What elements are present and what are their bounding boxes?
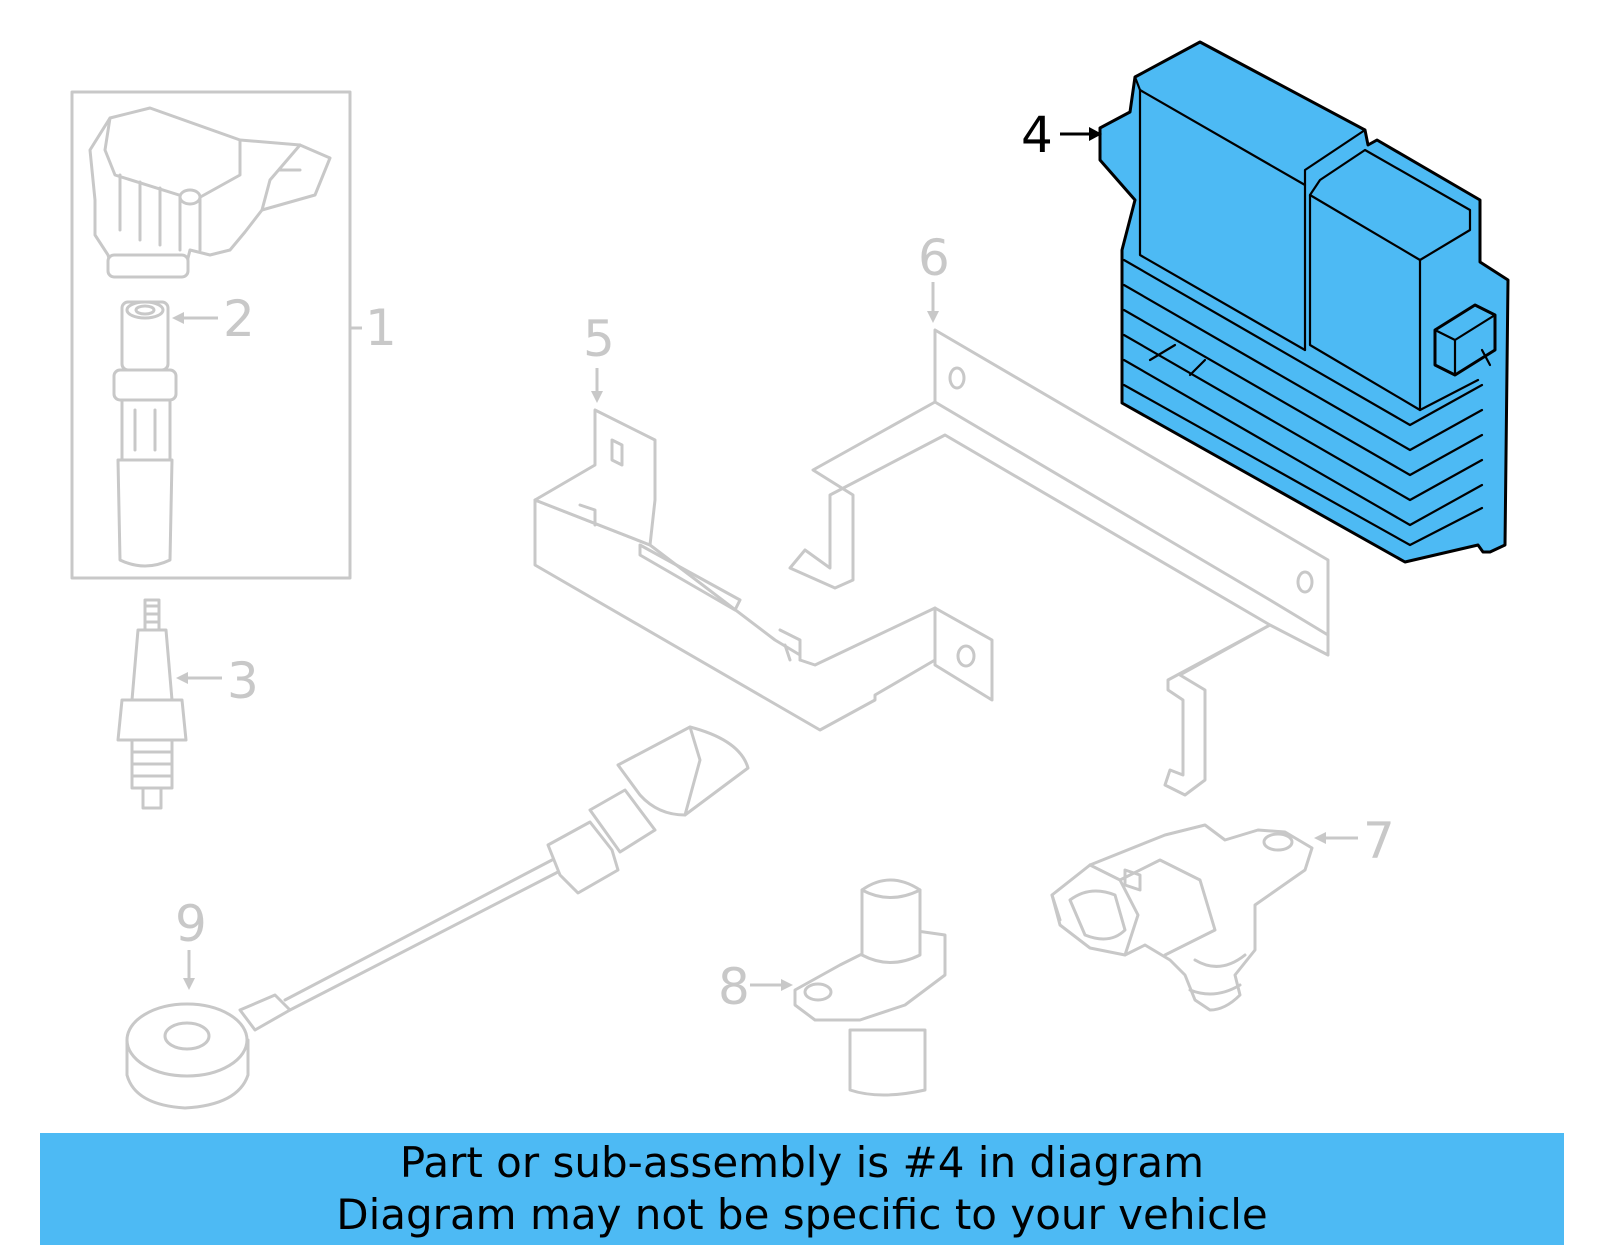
part-7-cam-sensor[interactable] bbox=[1050, 823, 1314, 1012]
callout-9: 9 bbox=[175, 895, 207, 953]
callout-2: 2 bbox=[223, 290, 255, 348]
callout-5: 5 bbox=[583, 310, 615, 368]
callout-3: 3 bbox=[227, 652, 259, 710]
callout-8: 8 bbox=[718, 958, 750, 1016]
callout-8-arrow bbox=[750, 979, 793, 991]
banner-line-disclaimer: Diagram may not be specific to your vehi… bbox=[336, 1190, 1268, 1239]
info-banner: Part or sub-assembly is #4 in diagram Di… bbox=[40, 1133, 1564, 1245]
part-5-bracket[interactable] bbox=[533, 408, 994, 732]
part-1-ignition-coil-assembly[interactable] bbox=[70, 90, 362, 580]
callout-7: 7 bbox=[1363, 812, 1395, 870]
callout-1: 1 bbox=[365, 299, 397, 357]
part-3-spark-plug[interactable] bbox=[116, 598, 188, 810]
callout-9-arrow bbox=[183, 950, 195, 990]
callout-6: 6 bbox=[918, 229, 950, 287]
callout-7-arrow bbox=[1314, 832, 1358, 844]
part-4-engine-control-module[interactable] bbox=[1098, 40, 1510, 564]
part-6-bracket[interactable] bbox=[788, 328, 1330, 797]
callout-3-arrow bbox=[176, 672, 222, 684]
callout-4-arrow bbox=[1060, 127, 1102, 141]
part-8-speed-sensor[interactable] bbox=[793, 878, 947, 1097]
banner-line-part-number: Part or sub-assembly is #4 in diagram bbox=[399, 1138, 1205, 1187]
callout-5-arrow bbox=[591, 368, 603, 403]
callout-6-arrow bbox=[927, 282, 939, 323]
part-9-knock-sensor[interactable] bbox=[125, 725, 750, 1110]
callout-2-arrow bbox=[172, 312, 218, 324]
callout-4: 4 bbox=[1021, 106, 1053, 164]
